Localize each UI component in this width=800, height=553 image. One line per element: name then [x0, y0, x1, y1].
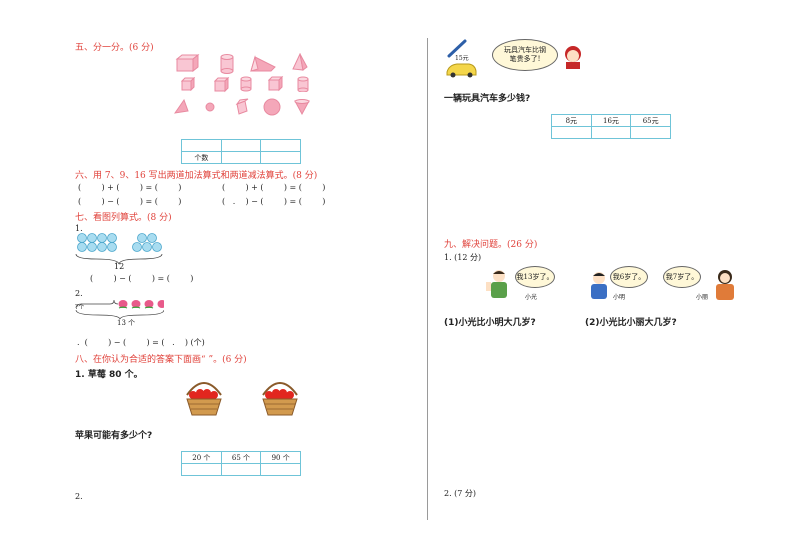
xiaoli-bubble-text: 我7岁了。: [665, 273, 699, 281]
xiaoming-bubble-text: 我6岁了。: [612, 273, 646, 281]
apple-option-2[interactable]: 65 个: [220, 451, 262, 464]
strawberry-basket-2: [262, 382, 298, 416]
girl-avatar: [565, 46, 581, 69]
xiaoguang-name: 小光: [525, 294, 538, 301]
price-option-1[interactable]: 8元: [551, 114, 592, 127]
sub-question-1: (1)小光比小明大几岁?: [444, 318, 536, 328]
triangular-pyramid-shape: [174, 99, 189, 114]
count-label: 个数: [181, 151, 222, 164]
cylinder-small-shape: [240, 76, 252, 92]
strawberry-basket-1: [186, 382, 222, 416]
sec7-q1-brace-label: 12: [114, 262, 125, 271]
section-9-title: 九、解决问题。(26 分): [444, 240, 538, 250]
sphere-shape: [205, 102, 215, 112]
sec9-q1-label: 1. (12 分): [444, 253, 482, 262]
xiaoli-bubble: 我7岁了。: [663, 266, 701, 288]
xiaoguang-figure: [486, 270, 507, 298]
sec9-q2-label: 2. (7 分): [444, 489, 477, 498]
section-6-title: 六、用 7、9、16 写出两道加法算式和两道减法算式。(8 分): [75, 171, 318, 181]
price-options-table: 8元 16元 65元: [551, 114, 671, 139]
apple-option-3[interactable]: 90 个: [260, 451, 301, 464]
blue-circles-group: [75, 233, 163, 265]
cuboid-shape: [175, 54, 200, 72]
sec8-q2-number: 2.: [75, 492, 83, 501]
wedge-shape: [250, 55, 276, 72]
sec7-q1-number: 1.: [75, 224, 83, 233]
sphere-large-shape: [263, 98, 281, 116]
pyramid-shape: [292, 53, 308, 71]
sec8-q1-statement: 1. 草莓 80 个。: [75, 370, 143, 380]
section-8-title: 八、在你认为合适的答案下面画“ ”。(6 分): [75, 355, 247, 365]
sub-question-2: (2)小光比小丽大几岁?: [585, 318, 677, 328]
sec6-equation-row-2[interactable]: ( ) − ( ) = ( ) ( . ) − ( ) = ( ): [78, 197, 326, 206]
sec7-q2-unknown-label: ?个: [75, 304, 85, 311]
xiaoli-name: 小丽: [696, 294, 709, 301]
xiaoguang-bubble: 我13岁了。: [515, 266, 555, 288]
pen-and-toy-car: [446, 39, 477, 78]
cube-shape-2: [268, 76, 284, 92]
price-option-3[interactable]: 65元: [630, 114, 671, 127]
speech-text: 玩具汽车比钢笔贵多了!: [504, 46, 546, 63]
sec7-q2-formula[interactable]: . ( ) − ( ) = ( . ) (个): [77, 338, 205, 347]
cylinder-shape: [220, 54, 234, 74]
peaches-group: [75, 299, 164, 320]
cuboid-small-shape: [214, 77, 230, 93]
speech-bubble: 玩具汽车比钢笔贵多了!: [492, 39, 558, 71]
price-option-2[interactable]: 16元: [590, 114, 632, 127]
cone-shape: [294, 99, 310, 115]
section-7-title: 七、看图列算式。(8 分): [75, 213, 172, 223]
xiaoming-bubble: 我6岁了。: [610, 266, 648, 288]
xiaoguang-bubble-text: 我13岁了。: [516, 273, 554, 281]
apple-option-1[interactable]: 20 个: [181, 451, 222, 464]
price-tag: 15元: [455, 55, 469, 62]
sec8-q1-question: 苹果可能有多少个?: [75, 431, 153, 441]
car-price-question: 一辆玩具汽车多少钱?: [444, 94, 531, 104]
cylinder-tall-shape: [297, 76, 309, 92]
sec7-q2-brace-label: 13 个: [117, 319, 136, 327]
sec7-q2-number: 2.: [75, 289, 83, 298]
shapes-count-table: 个数: [181, 139, 301, 164]
column-divider: [427, 38, 428, 520]
apple-options-table: 20 个 65 个 90 个: [181, 451, 301, 476]
section-5-title: 五、分一分。(6 分): [75, 43, 154, 53]
sec6-equation-row-1[interactable]: ( ) + ( ) = ( ) ( ) + ( ) = ( ): [78, 183, 326, 192]
xiaoli-figure: [716, 270, 734, 300]
cube-shape: [181, 77, 195, 91]
sec7-q1-formula[interactable]: ( ) − ( ) = ( ): [90, 274, 194, 283]
xiaoming-figure: [591, 272, 607, 299]
cube-tilted-shape: [235, 98, 249, 115]
xiaoming-name: 小明: [613, 294, 626, 301]
